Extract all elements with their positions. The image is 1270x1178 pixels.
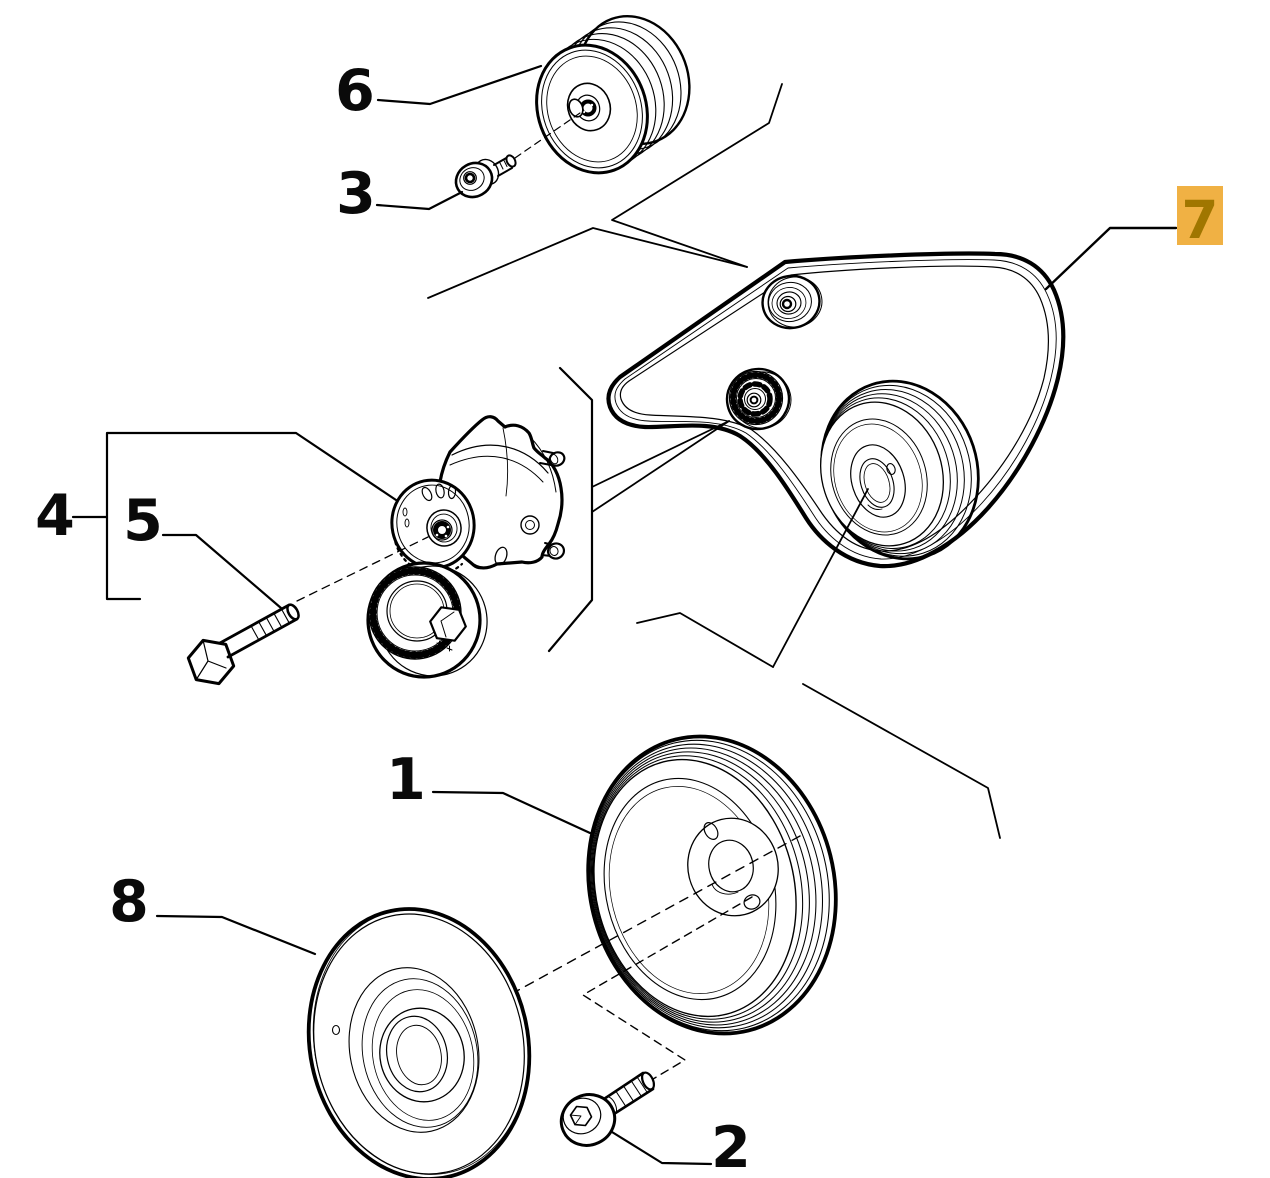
- view-separator-lines-top: [427, 83, 783, 299]
- belt-view-pointer-lines: [547, 366, 1001, 839]
- idler-pulley: [535, 14, 691, 175]
- callout-1: 1: [386, 747, 592, 835]
- belt-tensioner-assembly: [366, 415, 566, 679]
- drive-belt: [606, 251, 1066, 569]
- callout-7: 7: [1044, 186, 1223, 291]
- leader-5: [161, 533, 283, 610]
- callout-6: 6: [335, 58, 543, 124]
- callout-2: 2: [610, 1115, 751, 1178]
- leader-6: [376, 64, 543, 106]
- leader-4: [71, 431, 398, 601]
- damper-pulley: [306, 907, 532, 1178]
- leader-2: [610, 1130, 713, 1166]
- leader-1: [431, 790, 592, 835]
- leader-3: [375, 190, 464, 211]
- callout-7-label: 7: [1182, 190, 1219, 251]
- callout-6-label: 6: [335, 58, 375, 124]
- callout-5-label: 5: [123, 488, 163, 554]
- callout-8-label: 8: [109, 869, 149, 935]
- belt-idler-pulley: [761, 274, 823, 330]
- highlight-badge: [1177, 186, 1223, 245]
- callout-1-label: 1: [386, 747, 426, 813]
- assembly-axis-dashes: [582, 896, 753, 1083]
- idler-pulley-bolt: [454, 112, 581, 199]
- leader-8: [155, 914, 317, 956]
- tensioner-bolt: [186, 536, 429, 686]
- crankshaft-pulley: [586, 734, 838, 1036]
- belt-crankshaft-pulley: [819, 379, 980, 561]
- assembly-axis-dashes: [461, 835, 801, 1022]
- crankshaft-pulley-bolt: [559, 1071, 656, 1147]
- leader-7: [1044, 226, 1178, 291]
- belt-tensioner-pulley: [725, 367, 792, 431]
- callout-8: 8: [109, 869, 317, 956]
- assembly-axis-dashes: [514, 112, 581, 159]
- callout-5: 5: [123, 488, 283, 610]
- callout-2-label: 2: [711, 1115, 751, 1178]
- callout-4: 4: [35, 431, 398, 601]
- assembly-axis-dashes: [296, 536, 429, 602]
- callout-4-label: 4: [35, 483, 75, 549]
- callout-3: 3: [336, 161, 464, 227]
- callout-3-label: 3: [336, 161, 376, 227]
